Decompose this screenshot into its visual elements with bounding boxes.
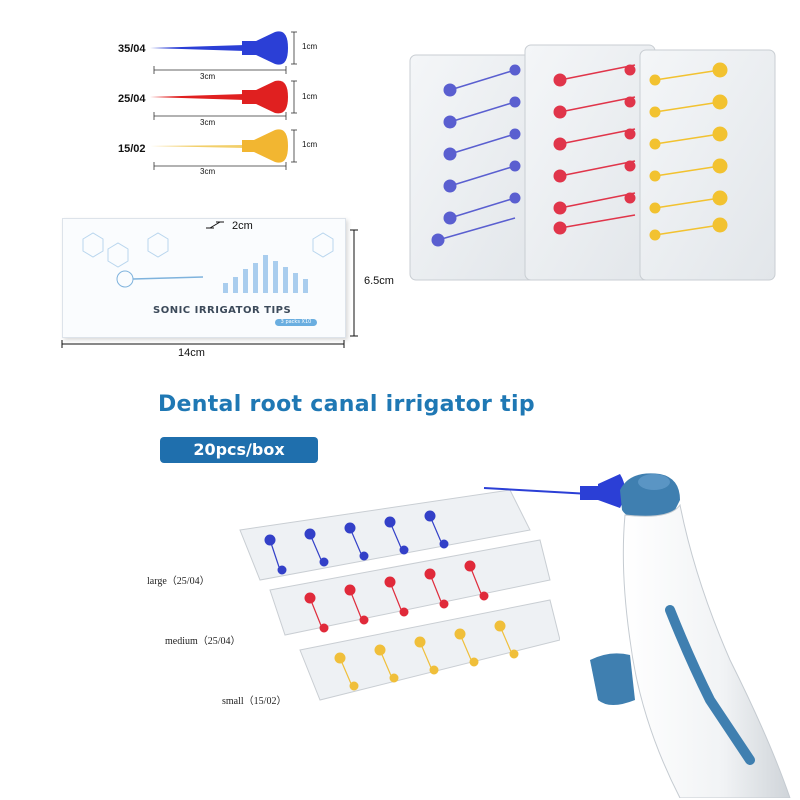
box-pill: 3 packs X10 — [275, 319, 317, 326]
irrigator-device — [483, 473, 791, 798]
box-depth-label: 2cm — [232, 220, 253, 232]
box-width-label: 14cm — [178, 347, 205, 359]
tip-height-label: 1cm — [302, 42, 318, 51]
tip-length-label: 3cm — [200, 72, 216, 81]
box-artwork — [82, 232, 334, 293]
tip-size-label: 35/04 — [118, 43, 146, 55]
tip-length-label: 3cm — [200, 167, 216, 176]
box-height-label: 6.5cm — [364, 275, 394, 287]
tip-height-label: 1cm — [302, 92, 318, 101]
product-box: SONIC IRRIGATOR TIPS 3 packs X10 — [62, 218, 346, 338]
tip-25-graphic — [150, 80, 297, 120]
quantity-badge: 20pcs/box — [160, 437, 318, 463]
trays-photo-top — [409, 44, 776, 281]
tip-length-label: 3cm — [200, 118, 216, 127]
tip-15-graphic — [150, 129, 297, 170]
tip-size-label: 25/04 — [118, 93, 146, 105]
tip-35-graphic — [150, 31, 297, 74]
box-dimension-lines — [61, 221, 358, 348]
category-medium-label: medium（25/04） — [165, 636, 241, 647]
box-title: SONIC IRRIGATOR TIPS — [153, 305, 292, 316]
headline: Dental root canal irrigator tip — [158, 392, 535, 417]
tip-size-label: 15/02 — [118, 143, 146, 155]
category-small-label: small（15/02） — [222, 696, 287, 707]
trays-photo-bottom — [239, 490, 560, 701]
tip-height-label: 1cm — [302, 140, 318, 149]
category-large-label: large（25/04） — [147, 576, 210, 587]
